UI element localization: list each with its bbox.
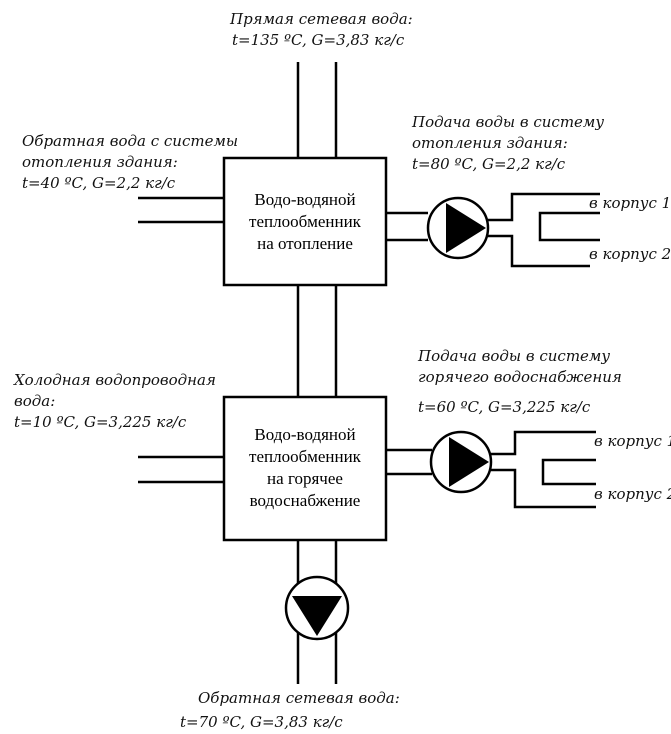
heating-box-line-2: теплообменник	[249, 212, 362, 231]
heating-pump-icon	[426, 196, 490, 260]
heating-supply-label-1: Подача воды в систему	[411, 113, 604, 131]
hw-supply-label-1: Подача воды в систему	[417, 347, 610, 365]
hw-distribution-pipes	[491, 430, 596, 509]
hw-outlet-bottom-label: в корпус 2	[594, 485, 671, 503]
heating-return-label-1: Обратная вода с системы	[22, 132, 238, 150]
cold-water-label-1: Холодная водопроводная	[13, 371, 216, 389]
heating-distribution-pipes	[488, 192, 600, 268]
hw-box-line-3: на горячее	[267, 469, 343, 488]
supply-title: Прямая сетевая вода:	[229, 10, 413, 28]
return-pump-icon	[284, 575, 350, 641]
cold-water-label-2: вода:	[14, 392, 55, 410]
heating-exchanger-box	[222, 156, 388, 287]
hw-supply-label-2: горячего водоснабжения	[418, 368, 622, 386]
return-params: t=70 ºC, G=3,83 кг/с	[180, 713, 343, 731]
hw-outlet-top-label: в корпус 1	[594, 432, 671, 450]
hw-supply-params: t=60 ºC, G=3,225 кг/с	[418, 398, 591, 416]
supply-params: t=135 ºC, G=3,83 кг/с	[232, 31, 405, 49]
heating-return-label-2: отопления здания:	[22, 153, 178, 171]
hw-box-line-1: Водо-водяной	[254, 425, 355, 444]
hw-box-line-2: теплообменник	[249, 447, 362, 466]
heating-supply-label-2: отопления здания:	[412, 134, 568, 152]
cold-water-params: t=10 ºC, G=3,225 кг/с	[14, 413, 187, 431]
hot-water-exchanger-box	[222, 395, 388, 542]
heating-box-line-3: на отопление	[257, 234, 353, 253]
return-title: Обратная сетевая вода:	[198, 689, 400, 707]
heating-return-params: t=40 ºC, G=2,2 кг/с	[22, 174, 176, 192]
heating-box-line-1: Водо-водяной	[254, 190, 355, 209]
heating-outlet-top-label: в корпус 1	[589, 194, 671, 212]
heating-supply-params: t=80 ºC, G=2,2 кг/с	[412, 155, 566, 173]
hw-pump-icon	[429, 430, 493, 494]
hw-box-line-4: водоснабжение	[250, 491, 361, 510]
heating-outlet-bottom-label: в корпус 2	[589, 245, 671, 263]
